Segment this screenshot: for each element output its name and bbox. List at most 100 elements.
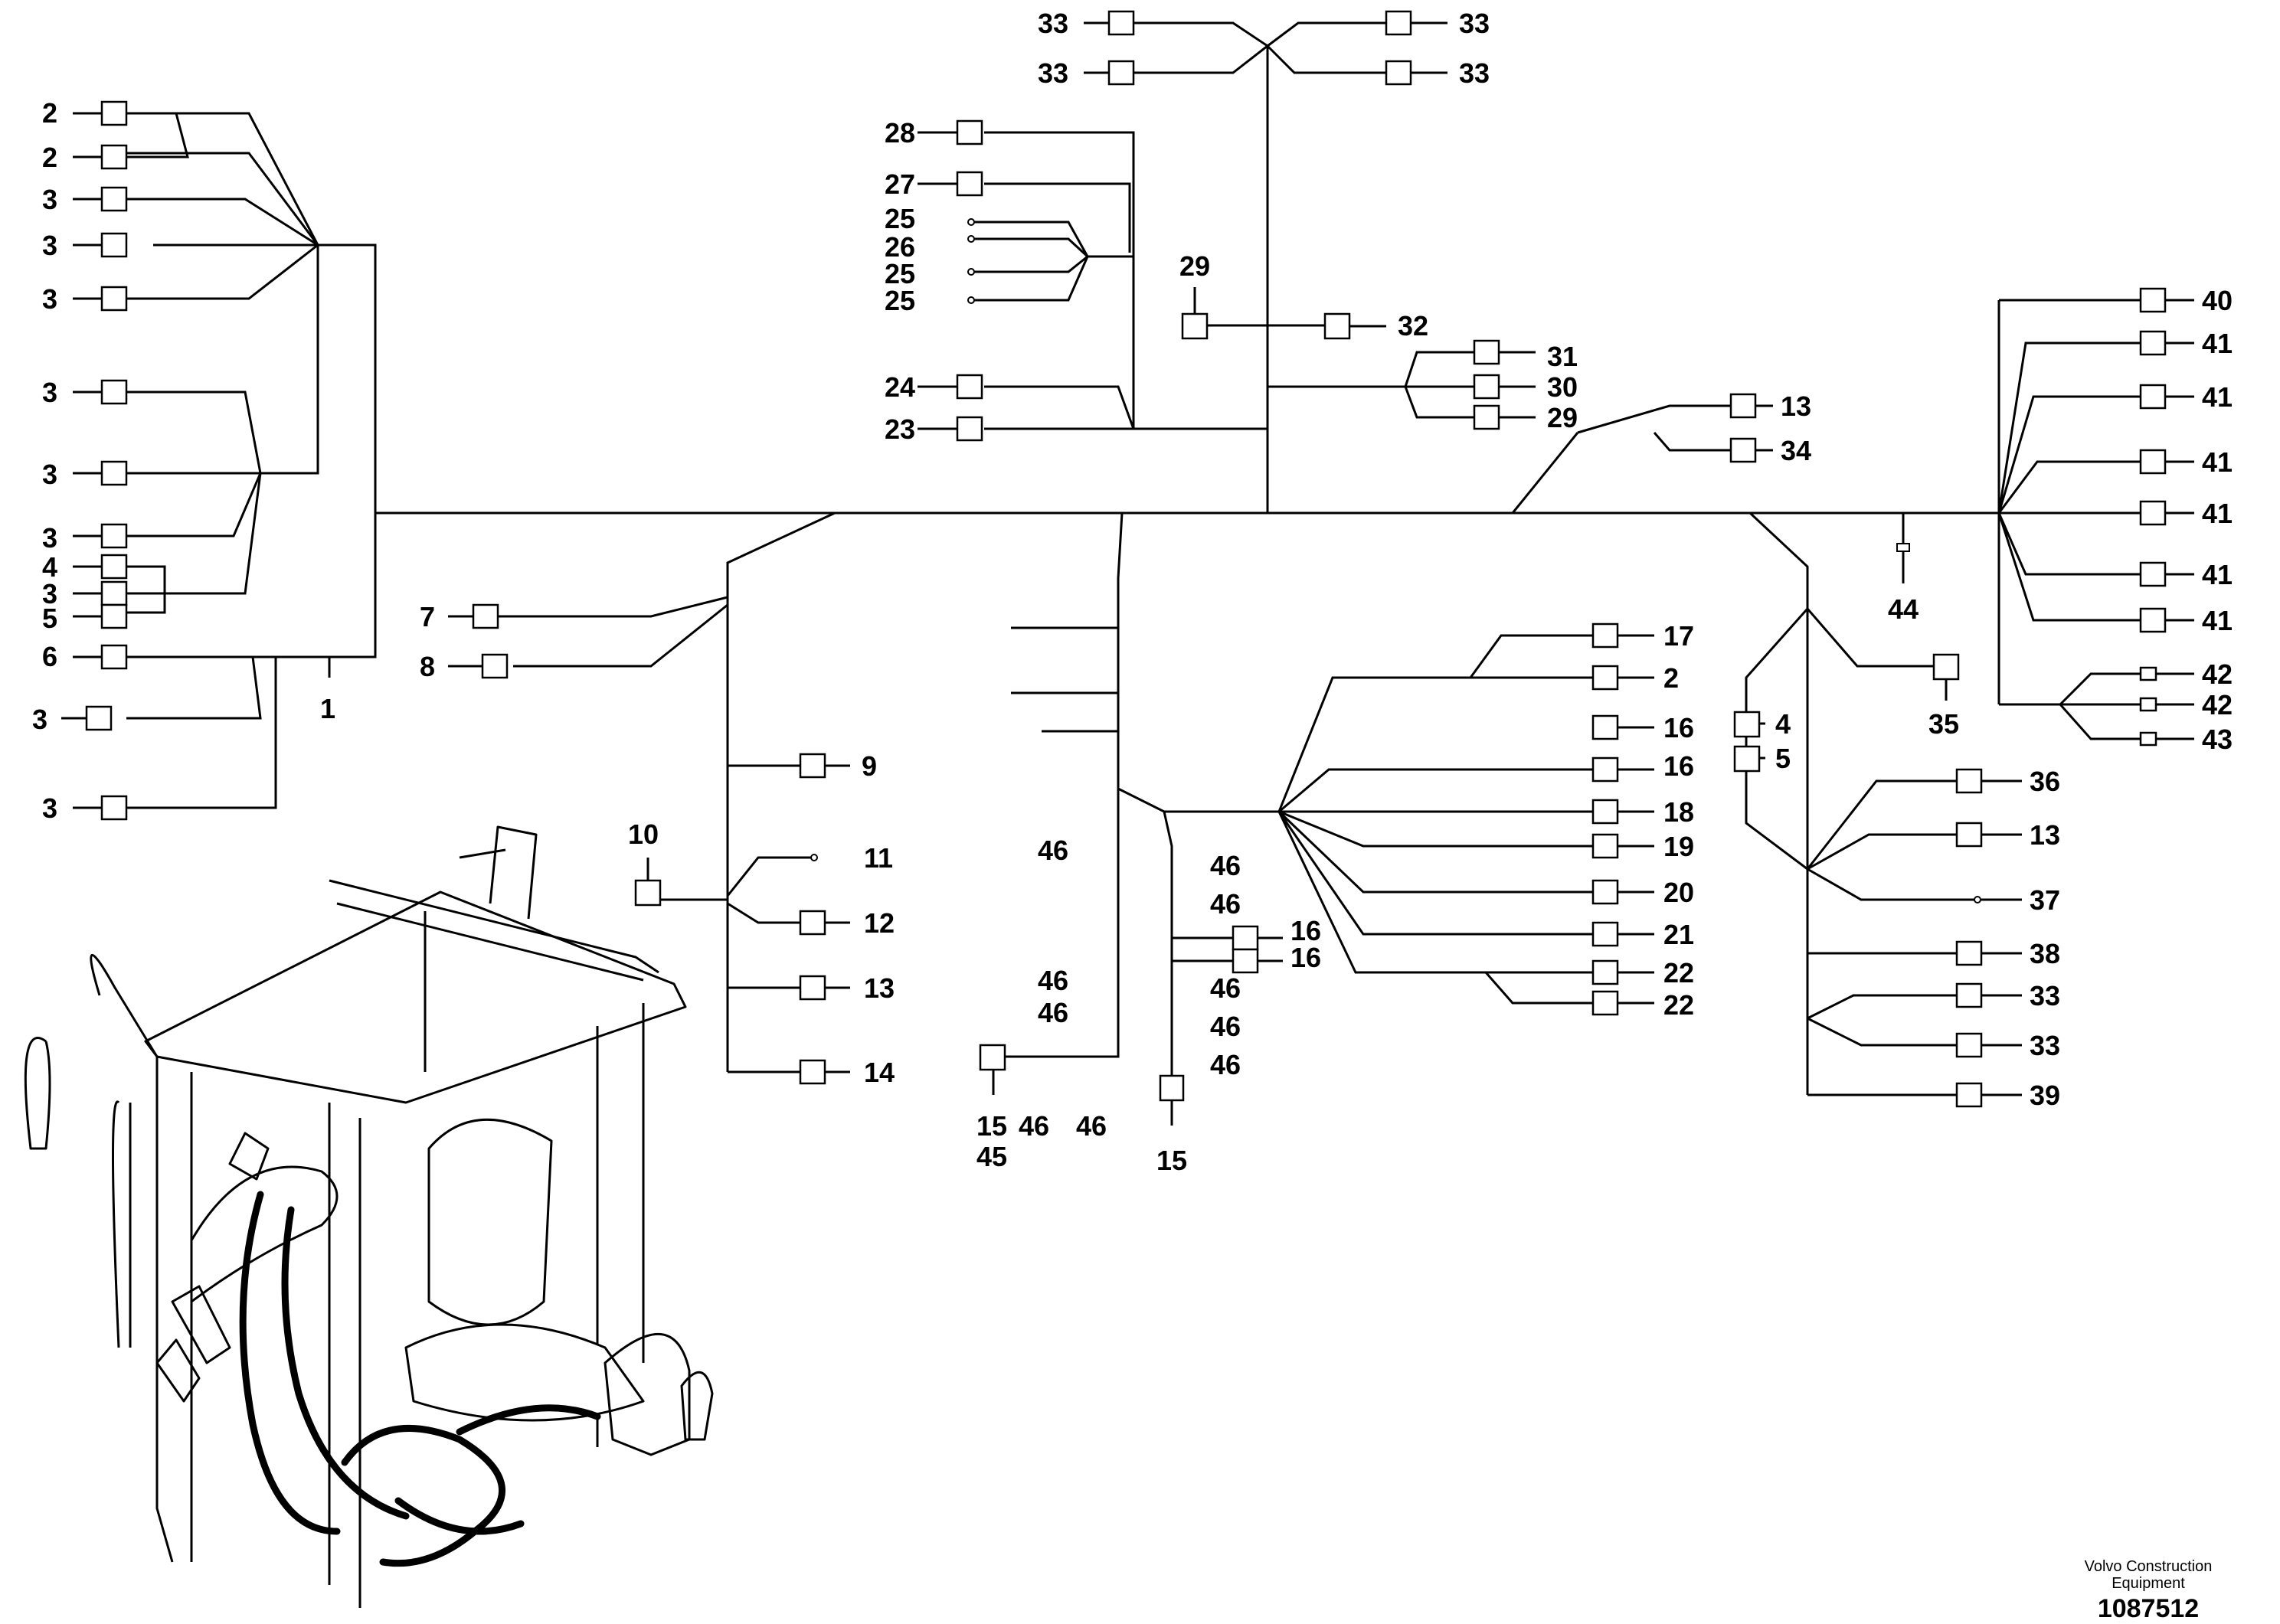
label-36: 36 xyxy=(2030,766,2060,797)
label-41: 41 xyxy=(2202,446,2233,478)
label-28: 28 xyxy=(885,117,915,149)
label-12: 12 xyxy=(864,907,895,939)
lower-center-branches xyxy=(979,622,1619,1126)
label-4: 4 xyxy=(1775,708,1791,740)
label-29: 29 xyxy=(1179,250,1210,282)
label-33: 33 xyxy=(1459,57,1490,89)
label-3: 3 xyxy=(42,459,57,490)
label-25: 25 xyxy=(885,203,915,234)
label-44: 44 xyxy=(1888,593,1919,625)
label-10: 10 xyxy=(628,819,659,850)
label-43: 43 xyxy=(2202,724,2233,755)
label-3: 3 xyxy=(42,792,57,824)
label-13: 13 xyxy=(1781,390,1811,422)
label-13: 13 xyxy=(2030,819,2060,851)
label-18: 18 xyxy=(1663,796,1694,828)
label-31: 31 xyxy=(1547,341,1578,372)
label-33: 33 xyxy=(2030,1030,2060,1061)
label-16: 16 xyxy=(1663,712,1694,743)
label-3: 3 xyxy=(42,377,57,408)
label-25: 25 xyxy=(885,258,915,289)
label-17: 17 xyxy=(1663,620,1694,652)
label-3: 3 xyxy=(42,522,57,554)
label-20: 20 xyxy=(1663,877,1694,908)
label-13: 13 xyxy=(864,972,895,1004)
label-41: 41 xyxy=(2202,605,2233,636)
label-9: 9 xyxy=(862,750,877,782)
label-24: 24 xyxy=(885,371,915,403)
label-21: 21 xyxy=(1663,919,1694,950)
label-46: 46 xyxy=(1210,888,1241,920)
left-harness xyxy=(85,100,377,821)
label-11: 11 xyxy=(864,842,893,874)
label-33: 33 xyxy=(1038,57,1068,89)
footer-company-line2: Equipment xyxy=(2112,1575,2185,1592)
label-2: 2 xyxy=(42,97,57,129)
branch-7-14 xyxy=(472,596,826,1085)
label-42: 42 xyxy=(2202,689,2233,721)
label-38: 38 xyxy=(2030,938,2060,969)
label-41: 41 xyxy=(2202,559,2233,590)
label-8: 8 xyxy=(420,651,435,682)
label-3: 3 xyxy=(32,704,47,735)
label-14: 14 xyxy=(864,1057,895,1088)
label-22: 22 xyxy=(1663,989,1694,1021)
label-3: 3 xyxy=(42,578,57,609)
label-29: 29 xyxy=(1547,402,1578,433)
label-7: 7 xyxy=(420,601,435,632)
label-23: 23 xyxy=(885,413,915,445)
label-46: 46 xyxy=(1038,965,1068,996)
label-2: 2 xyxy=(1663,662,1679,694)
upper-center-branches xyxy=(956,10,1757,463)
label-46: 46 xyxy=(1210,972,1241,1004)
label-3: 3 xyxy=(42,230,57,261)
label-46: 46 xyxy=(1210,1011,1241,1042)
label-39: 39 xyxy=(2030,1080,2060,1111)
label-16: 16 xyxy=(1290,915,1321,946)
label-27: 27 xyxy=(885,168,915,200)
label-41: 41 xyxy=(2202,381,2233,413)
label-46: 46 xyxy=(1210,850,1241,881)
label-30: 30 xyxy=(1547,371,1578,403)
label-2: 2 xyxy=(42,142,57,173)
label-41: 41 xyxy=(2202,328,2233,359)
footer-company-line1: Volvo Construction xyxy=(2084,1558,2213,1575)
label-42: 42 xyxy=(2202,658,2233,690)
right-center-branches xyxy=(1733,513,1983,1108)
footer-company: Volvo Construction Equipment xyxy=(2053,1558,2244,1592)
label-32: 32 xyxy=(1398,310,1428,341)
label-26: 26 xyxy=(885,231,915,263)
label-33: 33 xyxy=(1038,8,1068,39)
label-25: 25 xyxy=(885,285,915,316)
label-46: 46 xyxy=(1038,835,1068,866)
label-4: 4 xyxy=(42,551,57,583)
label-6: 6 xyxy=(42,641,57,672)
cab-illustration xyxy=(24,825,714,1608)
label-34: 34 xyxy=(1781,435,1811,466)
label-5: 5 xyxy=(1775,743,1791,774)
label-3: 3 xyxy=(42,283,57,315)
label-1: 1 xyxy=(320,693,335,724)
label-5: 5 xyxy=(42,603,57,634)
label-35: 35 xyxy=(1928,708,1959,740)
label-15: 15 xyxy=(1156,1145,1187,1176)
label-16: 16 xyxy=(1290,942,1321,973)
label-45: 45 xyxy=(976,1141,1007,1172)
label-46: 46 xyxy=(1076,1110,1107,1142)
label-22: 22 xyxy=(1663,957,1694,988)
left-connectors xyxy=(85,100,128,821)
part-labels: 2 2 3 3 3 3 3 3 4 3 5 6 3 1 3 7 8 9 10 1… xyxy=(32,8,2233,1176)
footer-figure-number: 1087512 xyxy=(2097,1594,2200,1623)
label-33: 33 xyxy=(1459,8,1490,39)
far-right-branches xyxy=(1997,287,2167,747)
label-37: 37 xyxy=(2030,884,2060,916)
label-16: 16 xyxy=(1663,750,1694,782)
label-46: 46 xyxy=(1019,1110,1049,1142)
label-46: 46 xyxy=(1038,997,1068,1028)
label-3: 3 xyxy=(42,184,57,215)
leader-lines xyxy=(61,21,2194,1096)
label-41: 41 xyxy=(2202,498,2233,529)
label-33: 33 xyxy=(2030,980,2060,1011)
label-15: 15 xyxy=(976,1110,1007,1142)
